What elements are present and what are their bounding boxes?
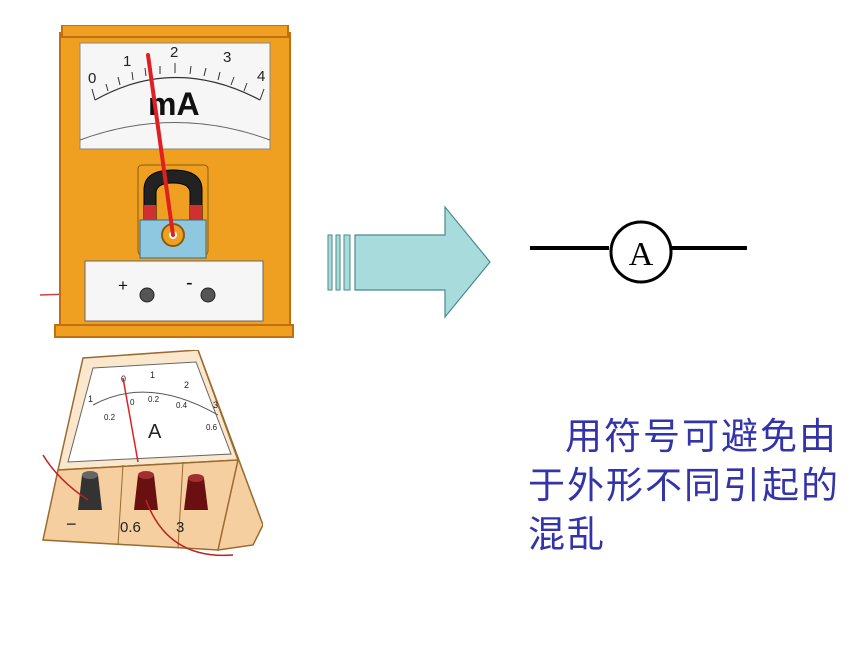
scale-bottom-0: 0.2	[104, 413, 116, 422]
scale-top-4: 3	[213, 400, 218, 410]
ammeter-symbol: A	[530, 220, 747, 284]
scale-label-3: 3	[223, 49, 231, 66]
terminal-minus	[200, 287, 216, 303]
scale-label-1: 1	[123, 53, 131, 70]
wire-right	[145, 499, 234, 557]
frame-top	[61, 25, 289, 38]
scale-top-0: 1	[88, 394, 93, 404]
scale-label-2: 2	[170, 44, 178, 61]
ammeter-scale-arc	[92, 391, 219, 416]
magnet-pole-n	[144, 205, 156, 223]
terminal-plus	[139, 287, 155, 303]
ammeter-dial	[67, 361, 232, 463]
caption-text: 用符号可避免由于外形不同引起的混乱	[528, 415, 840, 557]
arrow-body	[354, 205, 491, 319]
terminal-minus-label: -	[186, 272, 193, 294]
terminal-label-3: 3	[176, 519, 184, 536]
ammeter-unit: A	[148, 421, 162, 443]
terminal-plus-label: +	[118, 276, 128, 295]
terminal-label-negative: −	[66, 514, 77, 534]
frame-bottom	[54, 324, 294, 338]
arrow-tail-bar-1	[327, 234, 333, 291]
scale-arc	[94, 76, 261, 101]
dial-arc-lower	[79, 122, 271, 141]
symbol-circle	[609, 220, 673, 284]
scale-ticks	[91, 63, 265, 101]
milliammeter-illustration: 0 1 2 3 4 mA + -	[40, 25, 294, 338]
terminal-panel	[84, 260, 264, 322]
arrow-graphic	[327, 205, 491, 319]
scale-bottom-3: 0.4	[176, 401, 188, 410]
symbol-letter: A	[629, 236, 654, 273]
panel-divider-1	[117, 464, 124, 546]
ammeter-needle	[122, 377, 139, 463]
terminal-3	[184, 474, 208, 510]
wire-left	[42, 454, 89, 501]
scale-top-2: 1	[150, 370, 155, 380]
arrow-tail-bar-3	[343, 234, 351, 291]
scale-label-4: 4	[257, 68, 265, 85]
scale-top-3: 2	[184, 380, 189, 390]
needle	[146, 53, 175, 237]
arrow-tail-bar-2	[335, 234, 341, 291]
panel-divider-2	[177, 461, 184, 549]
scale-bottom-4: 0.6	[206, 423, 218, 432]
magnet-pole-s	[190, 205, 202, 223]
scale-bottom-2: 0.2	[148, 395, 160, 404]
scale-bottom-1: 0	[130, 398, 135, 407]
dial-face	[79, 42, 271, 150]
terminal-label-0-6: 0.6	[120, 519, 141, 536]
scale-label-0: 0	[88, 70, 96, 87]
terminal-negative	[78, 471, 102, 510]
terminal-0-6	[134, 471, 158, 510]
lab-ammeter-illustration: 1 0 1 2 3 0.2 0 0.2 0.4 0.6 A − 0.6 3	[42, 350, 263, 557]
